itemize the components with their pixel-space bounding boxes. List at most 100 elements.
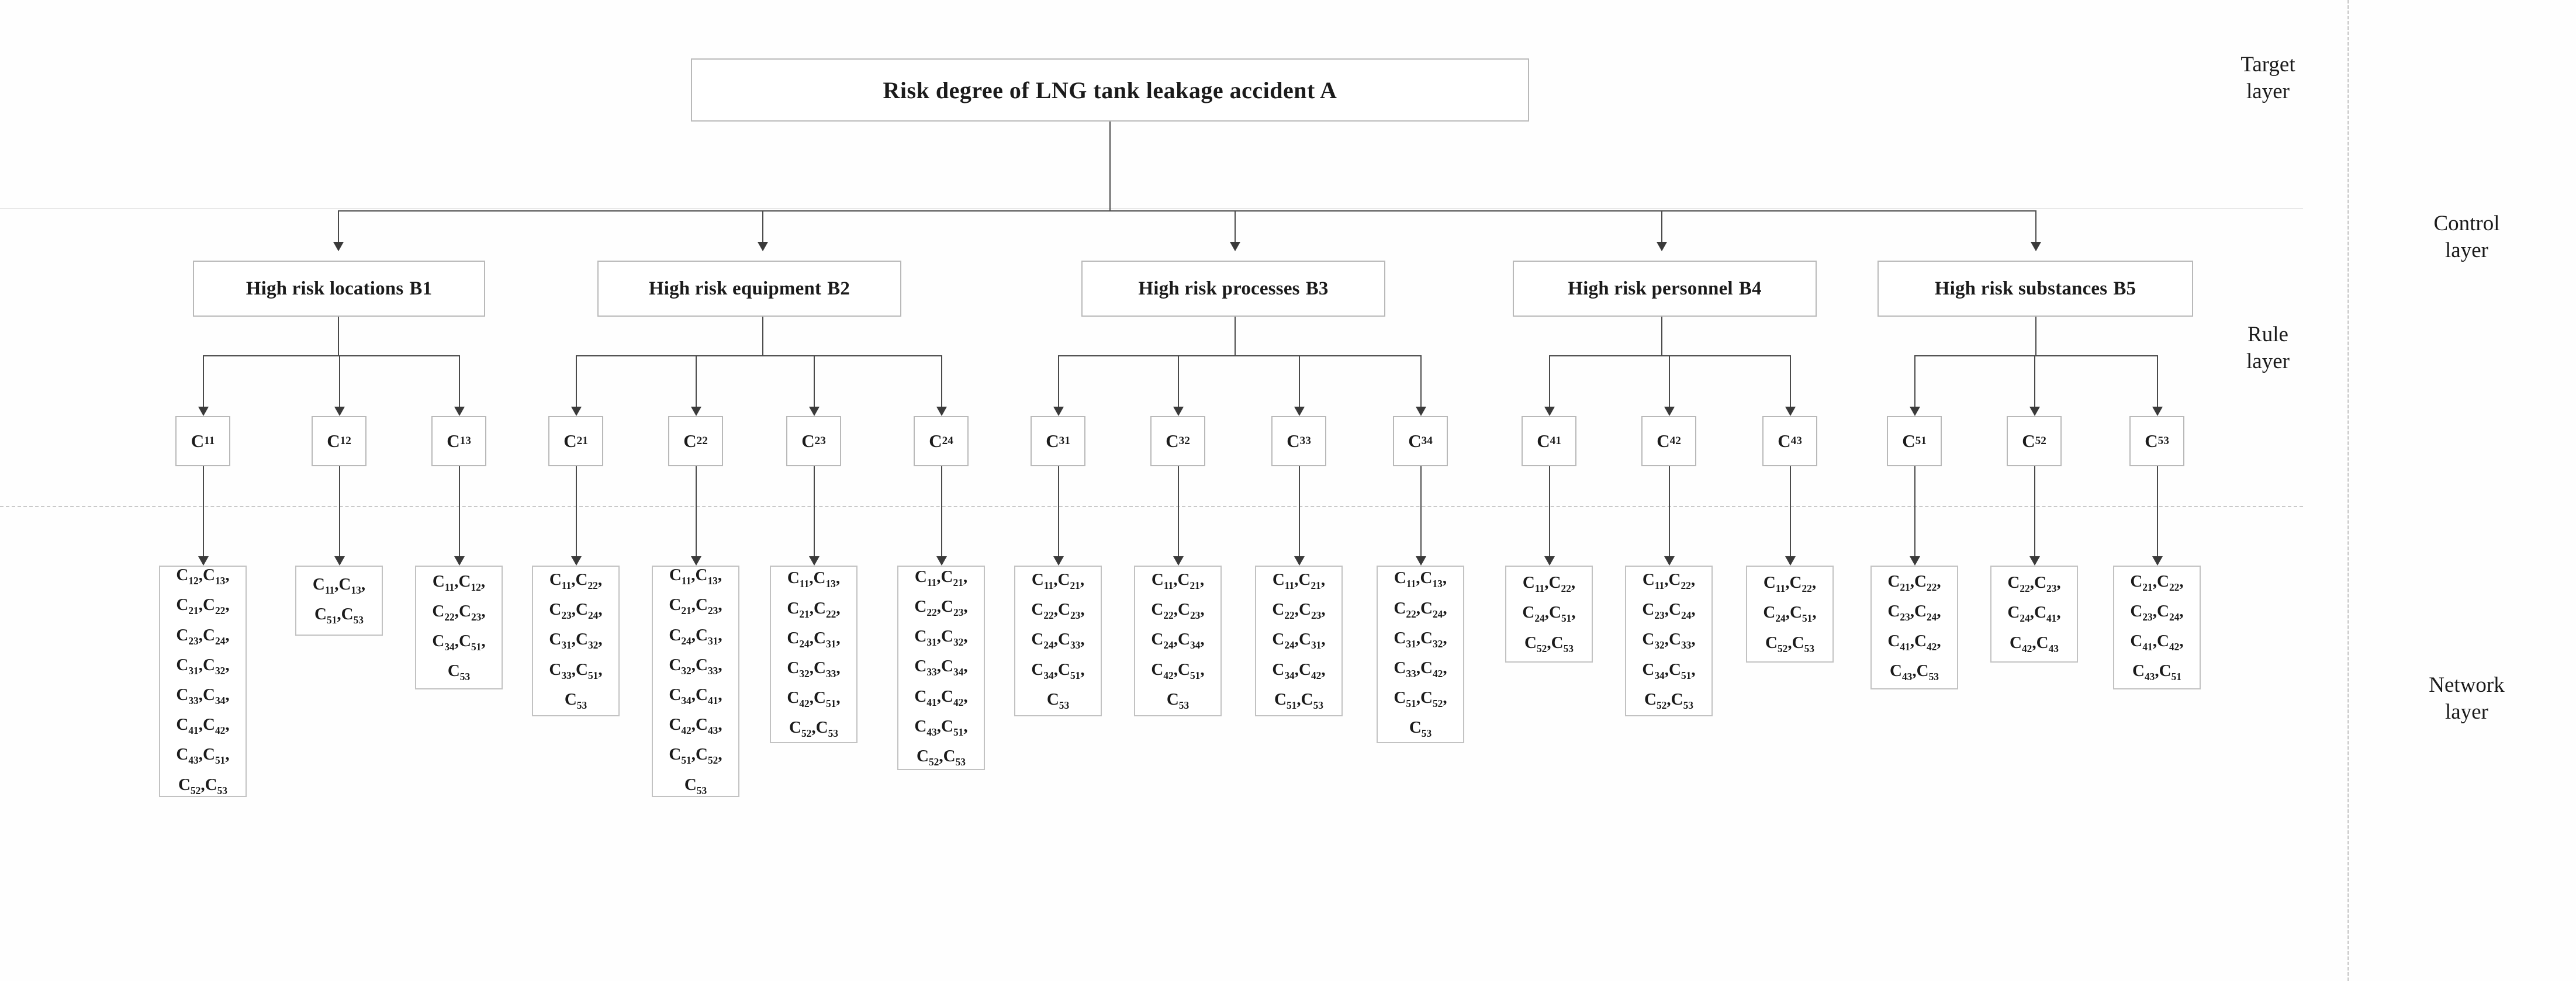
network-group-c33[interactable]: C11,C21,C22,C23,C24,C31,C34,C42,C51,C53 <box>1255 566 1343 716</box>
network-group-c51[interactable]: C21,C22,C23,C24,C41,C42,C43,C53 <box>1870 566 1958 689</box>
network-group-c24[interactable]: C11,C21,C22,C23,C31,C32,C33,C34,C41,C42,… <box>897 566 985 770</box>
network-group-c52[interactable]: C22,C23,C24,C41,C42,C43 <box>1990 566 2078 663</box>
network-line: C11,C13, <box>669 566 722 587</box>
arrow-b5 <box>2031 242 2041 251</box>
arrow-drop-c42 <box>1664 556 1675 566</box>
arrow-to-C24 <box>936 407 947 416</box>
network-line: C53 <box>564 689 587 711</box>
network-group-c23[interactable]: C11,C13,C21,C22,C24,C31,C32,C33,C42,C51,… <box>770 566 857 743</box>
criteria-branch-C24 <box>941 355 942 407</box>
network-line: C34,C51, <box>1642 660 1696 681</box>
network-group-c41[interactable]: C11,C22,C24,C51,C52,C53 <box>1505 566 1593 663</box>
arrow-to-C22 <box>691 407 701 416</box>
criteria-box-b3[interactable]: High risk processes B3 <box>1081 261 1385 317</box>
drop-c33 <box>1299 466 1300 556</box>
drop-b2 <box>762 210 763 245</box>
criteria-branch-C33 <box>1299 355 1300 407</box>
drop-c31 <box>1058 466 1059 556</box>
arrow-to-C52 <box>2029 407 2040 416</box>
arrow-to-C12 <box>334 407 345 416</box>
drop-c41 <box>1549 466 1550 556</box>
network-line: C32,C33, <box>669 655 722 677</box>
network-line: C52,C53 <box>178 775 227 796</box>
arrow-b3 <box>1230 242 1240 251</box>
network-line: C42,C43, <box>669 715 722 736</box>
arrow-drop-c51 <box>1910 556 1920 566</box>
drop-c22 <box>696 466 697 556</box>
network-group-c31[interactable]: C11,C21,C22,C23,C24,C33,C34,C51,C53 <box>1014 566 1102 716</box>
criteria-branch-C43 <box>1790 355 1791 407</box>
criteria-branch-C53 <box>2157 355 2158 407</box>
network-group-c42[interactable]: C11,C22,C23,C24,C32,C33,C34,C51,C52,C53 <box>1625 566 1713 716</box>
network-group-c34[interactable]: C11,C13,C22,C24,C31,C32,C33,C42,C51,C52,… <box>1377 566 1464 743</box>
network-line: C21,C22, <box>176 595 230 617</box>
network-line: C42,C51, <box>787 688 841 709</box>
network-line: C21,C22, <box>787 598 841 620</box>
network-line: C53 <box>1409 718 1432 740</box>
criteria-branch-C41 <box>1549 355 1550 407</box>
arrow-to-C23 <box>809 407 820 416</box>
network-group-c32[interactable]: C11,C21,C22,C23,C24,C34,C42,C51,C53 <box>1134 566 1222 716</box>
network-line: C23,C24, <box>1642 600 1696 621</box>
drop-c43 <box>1790 466 1791 556</box>
network-group-c11[interactable]: C12,C13,C21,C22,C23,C24,C31,C32,C33,C34,… <box>159 566 247 797</box>
drop-c42 <box>1669 466 1670 556</box>
criteria-label-b2: High risk equipment <box>648 278 822 299</box>
network-line: C24,C31, <box>787 628 841 650</box>
network-line: C52,C53 <box>917 747 966 768</box>
network-line: C22,C23, <box>1031 600 1085 621</box>
network-group-c53[interactable]: C21,C22,C23,C24,C41,C42,C43,C51 <box>2113 566 2201 689</box>
arrow-drop-c43 <box>1785 556 1796 566</box>
arrow-to-C42 <box>1664 407 1675 416</box>
drop-b4 <box>1661 210 1662 245</box>
goal-box[interactable]: Risk degree of LNG tank leakage accident… <box>691 58 1529 122</box>
network-group-c21[interactable]: C11,C22,C23,C24,C31,C32,C33,C51,C53 <box>532 566 620 716</box>
network-group-c13[interactable]: C11,C12,C22,C23,C34,C51,C53 <box>415 566 503 689</box>
criteria-branch-C13 <box>459 355 460 407</box>
drop-c11 <box>203 466 204 556</box>
criteria-branch-C22 <box>696 355 697 407</box>
network-line: C31,C32, <box>1394 628 1447 650</box>
network-line: C41,C42, <box>914 687 968 708</box>
drop-c52 <box>2034 466 2035 556</box>
network-group-c12[interactable]: C11,C13,C51,C53 <box>295 566 383 636</box>
criteria-box-b4[interactable]: High risk personnel B4 <box>1513 261 1817 317</box>
drop-c21 <box>576 466 577 556</box>
arrow-drop-c31 <box>1053 556 1064 566</box>
network-line: C52,C53 <box>1524 633 1574 654</box>
arrow-drop-c11 <box>198 556 209 566</box>
network-group-c43[interactable]: C11,C22,C24,C51,C52,C53 <box>1746 566 1834 663</box>
network-line: C24,C33, <box>1031 630 1085 651</box>
criteria-label-b3: High risk processes <box>1138 278 1300 299</box>
network-line: C11,C13, <box>787 569 841 590</box>
arrow-to-C51 <box>1910 407 1920 416</box>
network-line: C31,C32, <box>176 655 230 677</box>
criteria-box-b2[interactable]: High risk equipment B2 <box>597 261 901 317</box>
criteria-box-b5[interactable]: High risk substances B5 <box>1877 261 2193 317</box>
criteria-branch-C23 <box>814 355 815 407</box>
network-line: C22,C23, <box>1272 600 1326 621</box>
criteria-box-b1[interactable]: High risk locations B1 <box>193 261 485 317</box>
network-group-c22[interactable]: C11,C13,C21,C23,C24,C31,C32,C33,C34,C41,… <box>652 566 739 797</box>
criteria-stem-b1 <box>338 317 339 355</box>
network-line: C31,C32, <box>549 630 603 651</box>
